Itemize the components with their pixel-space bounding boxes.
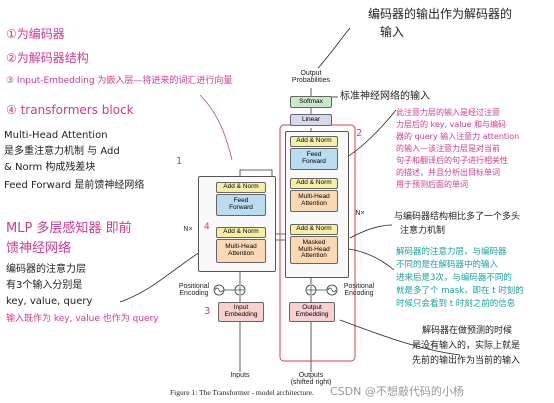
encoder-nx-label: N× [183,226,193,233]
figure-caption: Figure 1: The Transformer - model archit… [170,388,314,397]
masked-note-2: 不同的是在解码器中的输入 [396,260,499,270]
masked-note-5: 时候只会看到 t 时刻之前的信息 [396,299,516,309]
mha-note-4: Feed Forward 是前馈神经网络 [4,180,145,191]
right-pink-4: 的输入—该注意力层是对当前 [396,144,500,153]
encoder-feed-forward: Feed Forward [216,194,266,216]
top-right-note-2: 输入 [380,25,405,39]
softmax-box: Softmax [290,96,332,108]
bottom-right-3: 先前的输出作为当前的输入 [412,356,521,366]
decoder-positional-encoding-label: Positional Encoding [343,283,375,298]
right-pink-2: 力层后的 key, value 和与编码 [396,120,507,129]
right-pink-3: 器的 query 输入注意力 attention [396,132,520,141]
right-pink-7: 用于预测后面的单词 [396,180,468,189]
encoder-note-2: 有3个输入分别是 [6,280,83,291]
decoder-masked-attention: Masked Multi-Head Attention [290,236,338,264]
outputs-label: Outputs (shifted right) [290,372,332,387]
decoder-add-norm-1: Add & Norm [290,224,338,235]
marker-1: 1 [176,156,183,167]
right-pink-1: 此注意力层的输入是经过注意 [396,108,500,117]
bottom-right-1: 解码器在做预测的时候 [422,326,513,336]
standard-nn-note: 标准神经网络的输入 [340,91,430,102]
masked-note-4: 就是多了个 mask，即在 t 时刻的 [396,286,524,296]
decoder-struct-2: 注意力机制 [400,226,446,236]
masked-note-1: 解码器的注意力层，与编码器 [396,247,507,257]
encoder-add-norm-1: Add & Norm [216,227,266,238]
mha-note-1: Multi-Head Attention [4,130,108,141]
csdn-watermark: CSDN @不想敲代码的小杨 [330,385,464,398]
marker-4: 4 [204,222,210,232]
decoder-add-norm-2: Add & Norm [290,178,338,189]
encoder-positional-encoding-label: Positional Encoding [178,283,210,298]
marker-2: 2 [356,128,363,139]
encoder-note-1: 编码器的注意力层 [6,264,86,275]
decoder-nx-label: N× [355,210,365,217]
encoder-attention: Multi-Head Attention [216,239,266,263]
mlp-note-1: MLP 多层感知器 即前 [6,221,132,236]
encoder-add-norm-2: Add & Norm [216,182,266,193]
linear-box: Linear [290,114,332,126]
right-pink-6: 的描述，并且分析出目标单词 [396,168,500,177]
top-right-note-1: 编码器的输出作为解码器的 [368,7,513,21]
note-list-4: ④ transformers block [6,103,134,117]
decoder-feed-forward: Feed Forward [290,148,338,170]
mha-note-3: & Norm 构成残差块 [4,162,96,173]
note-list-2: ②为解码器结构 [6,51,89,65]
masked-note-3: 进来后是3次，与编码器不同的 [396,273,512,283]
inputs-label: Inputs [230,372,250,379]
output-embedding-box: Output Embedding [289,302,335,322]
decoder-cross-attention: Multi-Head Attention [290,190,338,212]
right-pink-5: 句子和翻译后的句子进行相关性 [396,156,508,165]
decoder-struct-1: 与编码器结构相比多了一个多头 [394,212,521,222]
input-embedding-box: Input Embedding [218,302,264,322]
mha-note-2: 是多重注意力机制 与 Add [4,146,120,157]
note-list-3: ③ Input-Embedding 为嵌入层—将进来的词汇进行向量 [6,76,233,86]
decoder-add-norm-3: Add & Norm [290,136,338,147]
note-list-1: ①为编码器 [6,27,65,41]
mlp-note-2: 馈神经网络 [6,241,72,256]
encoder-note-4: 输入既作为 key, value 也作为 query [6,314,159,324]
bottom-right-2: 是没有输入的，实际上就是 [412,341,521,351]
encoder-note-3: key, value, query [6,296,93,307]
output-probabilities-label: Output Probabilities [291,70,331,85]
marker-3: 3 [204,306,211,317]
